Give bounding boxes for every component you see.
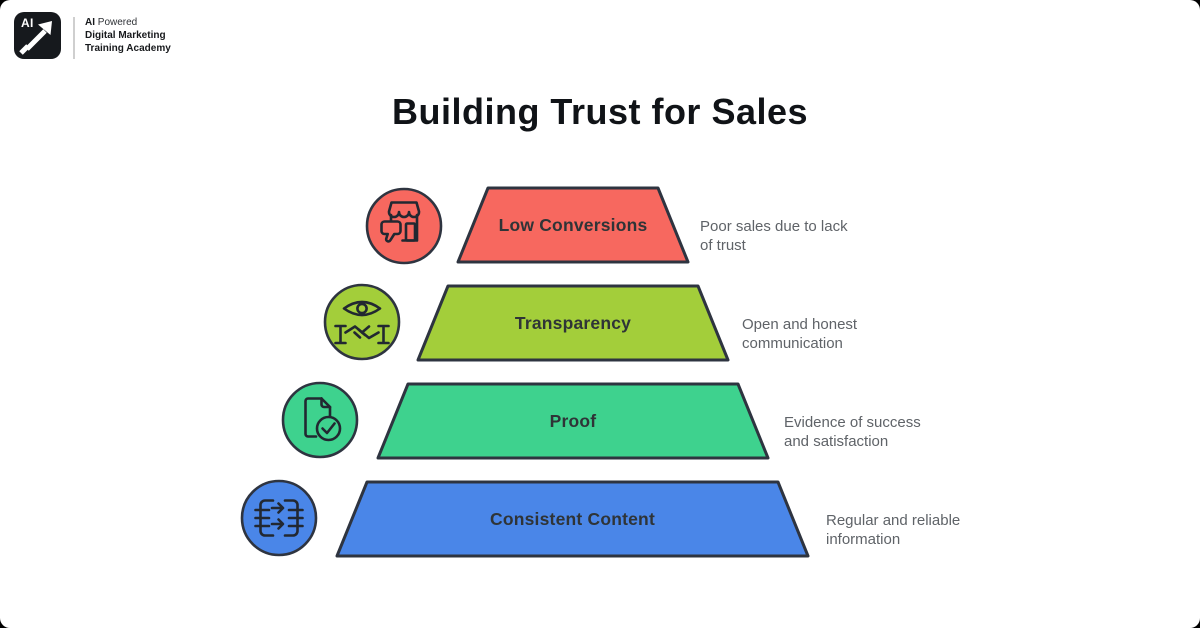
storefront-thumbs-down-icon xyxy=(380,201,421,243)
level-icon-badge xyxy=(240,479,318,557)
logo-divider xyxy=(73,17,75,59)
logo-name-line2: Training Academy xyxy=(85,43,171,54)
logo-badge-label: AI xyxy=(21,16,34,30)
pyramid-level-2-caption: Open and honest communication xyxy=(742,316,858,352)
growth-arrow-icon xyxy=(19,21,52,55)
logo-name-line1: Digital Marketing xyxy=(85,30,166,41)
eye-handshake-icon xyxy=(334,300,390,345)
document-check-icon xyxy=(304,397,342,442)
pyramid-level-4-label: Consistent Content xyxy=(490,509,655,529)
pyramid-level-3-label: Proof xyxy=(549,411,597,431)
logo-tagline: AI Powered xyxy=(85,17,138,28)
level-icon-badge xyxy=(323,283,401,361)
pyramid-level-1-label: Low Conversions xyxy=(498,215,648,235)
level-icon-badge xyxy=(281,381,359,459)
pyramid-level-3-caption: Evidence of success and satisfaction xyxy=(784,414,921,450)
pyramid-level-4-shape xyxy=(335,480,810,558)
pyramid-level-3-shape xyxy=(376,382,770,460)
pyramid-level-4-caption: Regular and reliable information xyxy=(826,512,961,548)
pyramid-level-1-shape xyxy=(456,186,690,264)
content-flow-icon xyxy=(254,499,304,537)
pyramid-level-2-shape xyxy=(416,284,730,362)
pyramid-level-1-caption: Poor sales due to lack of trust xyxy=(700,218,848,254)
page-title: Building Trust for Sales xyxy=(391,91,809,133)
logo-wordmark: AI Powered Digital Marketing Training Ac… xyxy=(85,16,171,55)
level-icon-badge xyxy=(365,187,443,265)
logo-badge: AI xyxy=(14,12,61,59)
pyramid-level-2-label: Transparency xyxy=(514,313,632,333)
